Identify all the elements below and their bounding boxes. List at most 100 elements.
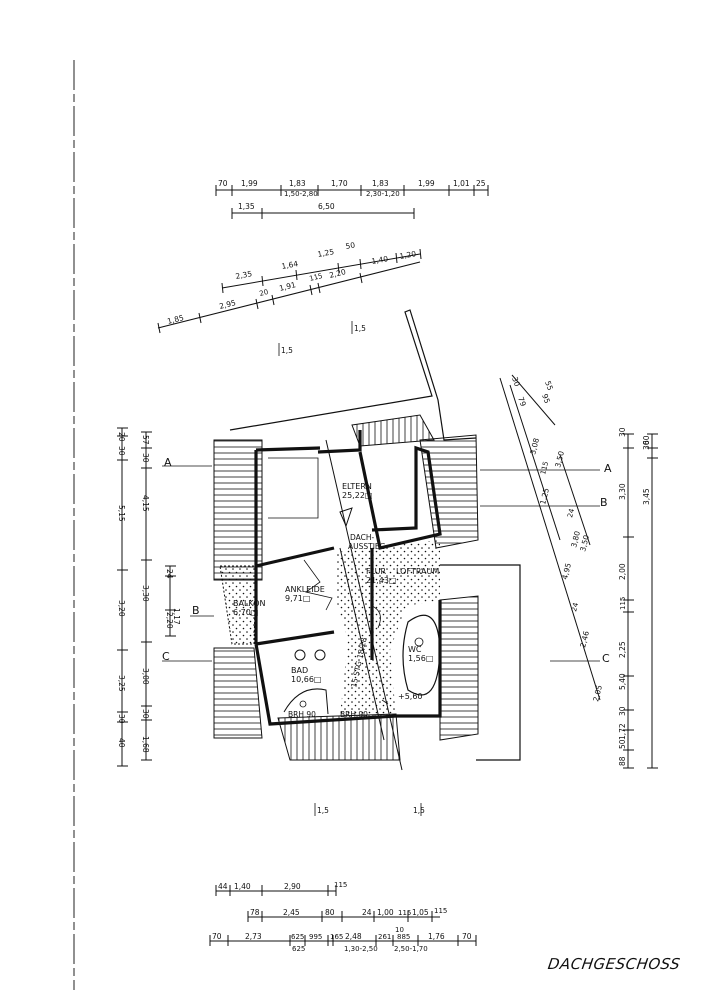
dim-bottom3-8: 885 [397,933,410,941]
room-eltern-area: 25,22□ [342,491,372,500]
room-ankleide-name: ANKLEIDE [285,585,325,594]
dim-top-7: 1,01 [453,179,470,188]
dim-right-diag-outer-4: 55 [543,380,555,392]
slope-top-1: 1,5 [281,346,293,355]
dim-diag-lower-4: 1,91 [278,280,297,293]
dim-right-v-8: 1,72 [618,723,627,740]
slope-bottom-1: 1,5 [317,806,329,815]
dim-right-diag-outer-3: 95 [540,393,552,405]
dim-right-diag-mid-8: 4,95 [560,562,573,581]
sheet-title: DACHGESCHOSS [546,955,682,973]
dim-left-inner-4: 3,30 [141,585,150,602]
dim-left-outer-4: 3,20 [117,600,126,617]
dim-left-inner-6: 30 [141,709,150,719]
section-a-left: A [164,456,172,469]
dim-right-diag-mid-1: 3,08 [528,437,541,456]
dim-bottom3-1: 70 [212,932,222,941]
dim-right-diag-outer-2: 79 [516,396,528,408]
dim-left-inner-5: 3,00 [141,668,150,685]
dim-left-outer-6: 30 [117,714,126,724]
dim-right-v-2: 3,30 [618,483,627,500]
section-marks: A A B B C C [162,456,612,665]
dim-bottom3-10: 70 [462,932,472,941]
dim-left-inner-7: 1,68 [141,736,150,753]
dim-top-sub-1: 1,50-2,80 [284,190,318,198]
slope-markers: 1,5 1,5 1,5 1,5 [278,321,425,816]
room-wc-name: WC [408,645,422,654]
section-c-right: C [602,652,610,665]
room-loftraum-name: LOFTRAUM [396,567,439,576]
dim-right-diag-mid-5: 24 [566,507,576,518]
dim-left-small-1: 24 [165,569,174,579]
dim-left-outer-5: 3,25 [117,675,126,692]
dim-right-vo-3: 3,45 [642,488,651,505]
dim-bottom3-3: 625 [291,933,304,941]
dim-bottom3-7: 261 [378,933,391,941]
dim-right-vo-2: 60 [642,435,651,445]
dim-diag-lower-5: 115 [309,272,324,283]
slope-bottom-2: 1,5 [413,806,425,815]
plan-geometry [162,309,600,771]
dim-right-diag-mid-2: 3,50 [553,450,566,469]
dim-bottom3-sub-2: 1,30-2,50 [344,945,378,953]
dim-bottom1-1: 44 [218,882,228,891]
dim-bottom1-4: 115 [334,881,347,889]
dim-right-diag-outer-1: 30 [510,376,522,388]
dim-top-5: 1,83 [372,179,389,188]
room-bad-name: BAD [291,666,308,675]
dim-left-inner-1: 57 [141,435,150,445]
dim-right-v-1: 30 [618,427,627,437]
dim-bottom3-sub-4: 10 [395,926,404,934]
room-eltern-name: ELTERN [342,482,372,491]
room-flur-area: 21,43□ [366,576,396,585]
dim-right-v-4: 115 [619,597,627,610]
room-labels: ELTERN 25,22□ ANKLEIDE 9,71□ BALKON 6,70… [233,482,439,684]
room-balkon-area: 6,70□ [233,608,258,617]
dachausstieg-label-2: AUSSTIEG [348,542,386,551]
dim-diag-lower-2: 2,95 [218,298,237,311]
slope-top-2: 1,5 [354,324,366,333]
room-flur-name: FLUR [366,567,387,576]
dim-left-outer-2: 30 [117,446,126,456]
dim-top-2: 1,99 [241,179,258,188]
dim-bottom1-3: 2,90 [284,882,301,891]
dim-top-6: 1,99 [418,179,435,188]
dim-bottom3-sub-1: 625 [292,945,305,953]
room-balkon-name: BALKON [233,599,266,608]
dim-diag-upper-4: 50 [345,240,356,251]
dachausstieg-label-1: DACH- [350,533,375,542]
dim-right-v-7: 30 [618,706,627,716]
dim-right-v-6: 5,40 [618,673,627,690]
dim-diag-lower-1: 1,85 [166,313,185,326]
brh-right-label: BRH 90 [340,710,368,719]
section-c-left: C [162,650,170,663]
dim-diag-upper-3: 1,25 [317,247,335,259]
dim-bottom3-4: 995 [309,933,322,941]
room-bad-area: 10,66□ [291,675,321,684]
dim-top-4: 1,70 [331,179,348,188]
level-label: +5,60 [398,692,423,701]
dim-bottom3-6: 2,48 [345,932,362,941]
dimension-chain-left: 20 30 5,15 3,20 3,25 30 40 57 30 4,15 3,… [117,427,181,767]
dim-bottom2-3: 80 [325,908,335,917]
dim-top-8: 25 [476,179,486,188]
dim-right-v-5: 2,25 [618,641,627,658]
dim-left-inner-2: 30 [141,453,150,463]
dim-top-1: 70 [218,179,228,188]
dimension-chain-right-diagonal: 30 79 95 55 3,08 3,50 1,25 115 24 3,50 3… [499,374,604,703]
dim-left-outer-3: 5,15 [117,505,126,522]
dim-right-diag-mid-7: 3,80 [569,530,582,549]
dim-diag-upper-5: 1,40 [371,254,389,266]
dim-right-v-9: 50 [618,739,627,749]
dim-bottom3-sub-3: 2,50-1,70 [394,945,428,953]
section-a-right: A [604,462,612,475]
section-b-left: B [192,604,200,617]
dim-top2-1: 1,35 [238,202,255,211]
dim-right-vo-1: 30 [642,440,651,450]
dim-right-diag-mid-4: 115 [539,461,550,476]
dim-top2-2: 6,50 [318,202,335,211]
room-wc-area: 1,56□ [408,654,433,663]
dim-right-diag-mid-9: 24 [570,601,580,612]
dim-right-diag-mid-11: 2,05 [591,684,604,703]
dim-bottom2-2: 2,45 [283,908,300,917]
